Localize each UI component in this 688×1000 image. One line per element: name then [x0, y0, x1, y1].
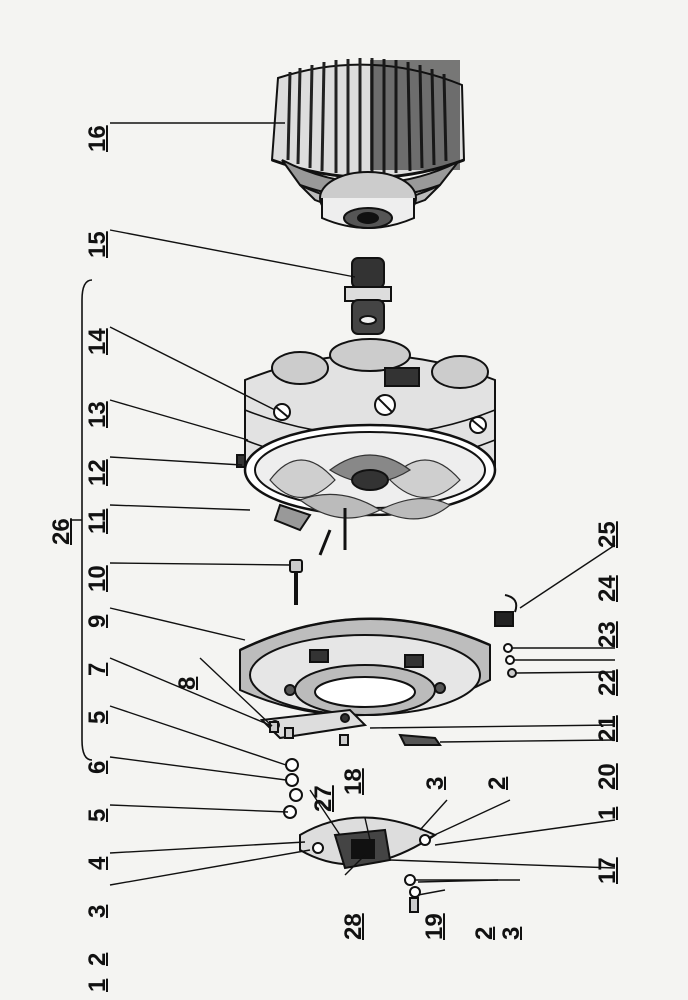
bolt-drawing	[289, 559, 303, 605]
callout-8: 8	[174, 676, 201, 690]
callout-13: 13	[84, 401, 111, 428]
callout-11: 11	[84, 508, 111, 534]
callout-9: 9	[84, 614, 111, 628]
callout-14: 14	[84, 328, 111, 355]
washers-drawing	[283, 758, 303, 819]
callout-26: 26	[48, 518, 75, 545]
callout-5a: 5	[84, 710, 111, 724]
brush-drawing	[494, 594, 518, 678]
callout-2b: 2	[484, 776, 511, 790]
callout-10: 10	[84, 565, 111, 592]
armature-drawing	[270, 58, 466, 229]
brace-26	[72, 279, 93, 761]
leader-lines	[109, 122, 616, 896]
callout-28: 28	[340, 913, 367, 940]
callout-18: 18	[340, 768, 367, 795]
callout-16: 16	[84, 125, 111, 152]
callout-3a: 3	[84, 904, 111, 918]
callout-2c: 2	[471, 926, 498, 940]
callout-3c: 3	[498, 926, 525, 940]
screws-drawing	[269, 721, 349, 746]
callout-6: 6	[84, 760, 111, 774]
spring-plate-drawing	[259, 708, 442, 746]
callout-20: 20	[594, 763, 621, 790]
callout-15: 15	[84, 231, 111, 258]
callout-12: 12	[84, 459, 111, 486]
callout-5b: 5	[84, 808, 111, 822]
callout-27: 27	[310, 785, 337, 812]
callout-19: 19	[421, 913, 448, 940]
callout-2a: 2	[84, 952, 111, 966]
callout-22: 22	[594, 669, 621, 696]
end-shield-drawing	[239, 617, 491, 717]
callout-4: 4	[84, 856, 111, 870]
callout-23: 23	[594, 621, 621, 648]
callout-3b: 3	[422, 776, 449, 790]
stator-housing-drawing	[236, 338, 497, 556]
callout-17: 17	[594, 857, 621, 884]
callout-21: 21	[594, 715, 621, 742]
callout-1a: 1	[84, 978, 111, 992]
callout-25: 25	[594, 521, 621, 548]
coupling-drawing	[344, 257, 392, 335]
callout-7: 7	[84, 662, 111, 676]
callout-24: 24	[594, 575, 621, 602]
callout-1b: 1	[594, 806, 621, 820]
